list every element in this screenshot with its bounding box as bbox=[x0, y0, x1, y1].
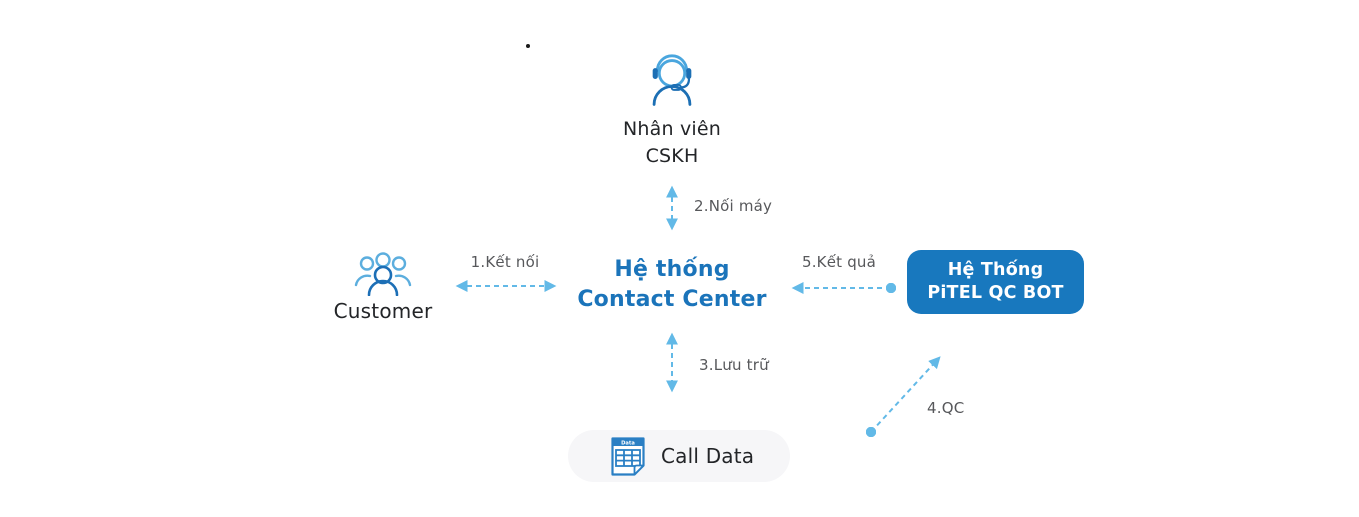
edge-3-label: 3.Lưu trữ bbox=[699, 356, 769, 374]
edge-4-label: 4.QC bbox=[927, 399, 965, 417]
node-qc-bot: Hệ Thống PiTEL QC BOT bbox=[907, 250, 1084, 314]
node-contact-center: Hệ thống Contact Center bbox=[570, 255, 774, 315]
stray-dot bbox=[526, 44, 530, 48]
qc-bot-line2: PiTEL QC BOT bbox=[927, 283, 1064, 303]
data-document-icon: Data bbox=[611, 437, 645, 476]
qc-bot-line1: Hệ Thống bbox=[947, 260, 1044, 280]
node-agent: Nhân viên CSKH bbox=[592, 44, 752, 170]
contact-center-line1: Hệ thống bbox=[614, 257, 730, 282]
edge-4-qc-arrow bbox=[865, 356, 941, 438]
node-customer: Customer bbox=[321, 250, 445, 325]
call-data-label: Call Data bbox=[661, 444, 755, 468]
agent-label-line2: CSKH bbox=[645, 145, 699, 167]
agent-label-line1: Nhân viên bbox=[622, 118, 722, 140]
node-call-data: Data Call Data bbox=[568, 430, 790, 482]
edge-1-label: 1.Kết nối bbox=[470, 253, 540, 271]
people-group-icon bbox=[354, 252, 412, 296]
contact-center-line2: Contact Center bbox=[577, 287, 767, 312]
customer-label: Customer bbox=[333, 299, 433, 323]
edge-2-label: 2.Nối máy bbox=[694, 197, 773, 215]
headset-agent-icon bbox=[652, 54, 692, 106]
data-document-icon-title: Data bbox=[621, 440, 635, 446]
edge-5-label: 5.Kết quả bbox=[801, 253, 877, 271]
